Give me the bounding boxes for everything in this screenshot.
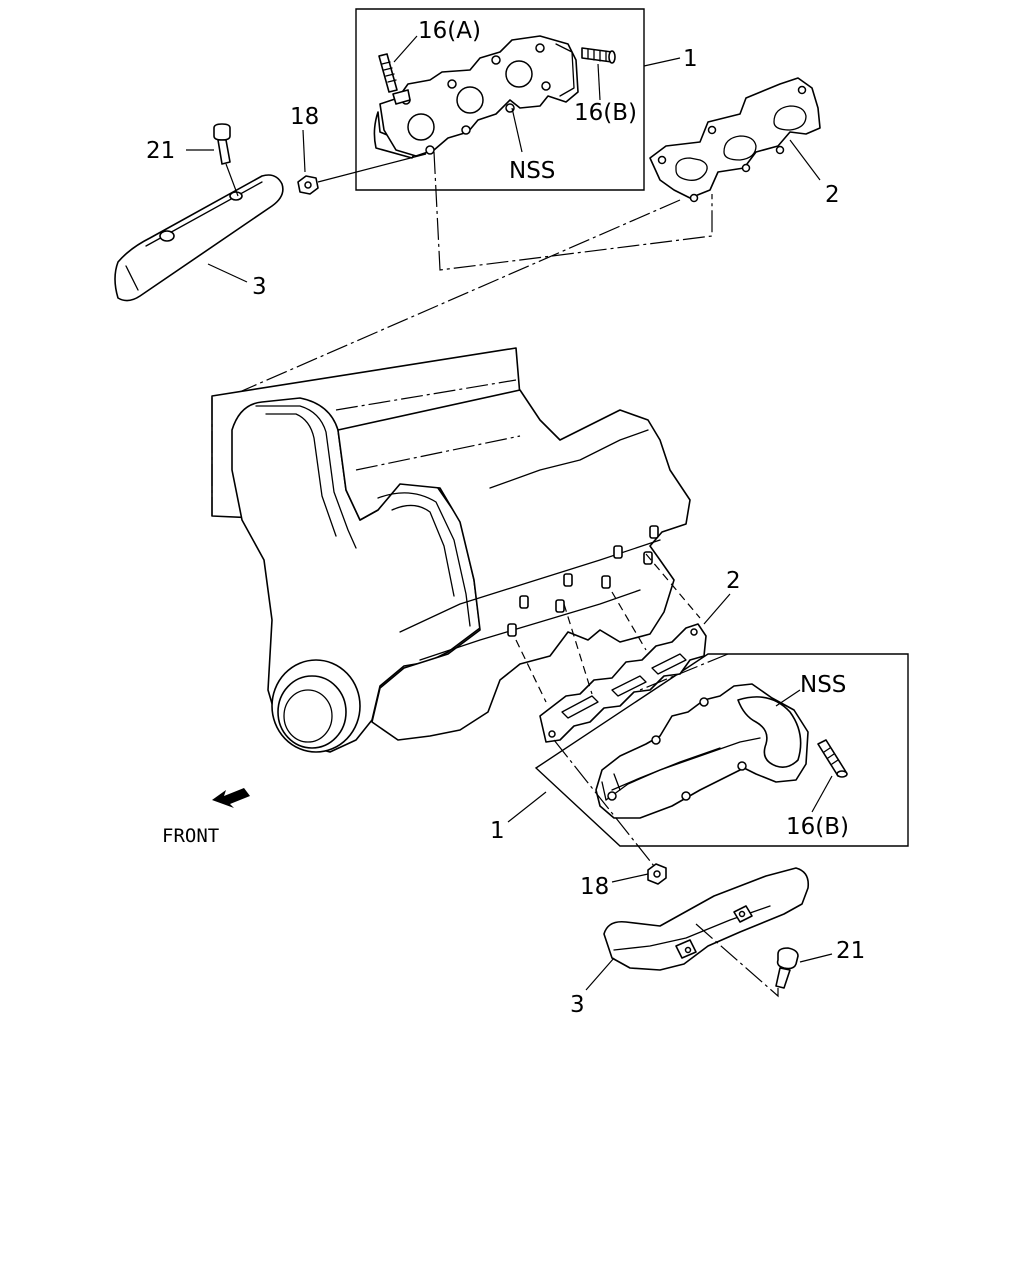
label-upper-stud-b: 16(B): [574, 100, 637, 126]
label-lower-assembly: 1: [490, 818, 505, 844]
label-lower-stud-b: 16(B): [786, 814, 849, 840]
upper-gasket: [649, 77, 821, 203]
upper-stud-b: [581, 47, 616, 64]
label-upper-heat-shield: 3: [252, 274, 267, 300]
engine-block: [211, 347, 691, 753]
label-front: FRONT: [162, 825, 219, 847]
label-upper-bolt: 21: [146, 138, 175, 164]
label-lower-bolt: 21: [836, 938, 865, 964]
lower-heat-shield: [603, 867, 810, 971]
upper-stud-a: [378, 53, 411, 105]
upper-assembly-box: [355, 8, 645, 191]
upper-heat-shield: [114, 174, 284, 302]
label-upper-nut: 18: [290, 104, 319, 130]
lower-nut-18: [647, 863, 667, 885]
label-upper-assembly: 1: [683, 46, 698, 72]
lower-exhaust-manifold: [595, 683, 809, 819]
label-lower-heat-shield: 3: [570, 992, 585, 1018]
lower-bolt-21: [775, 947, 799, 989]
upper-exhaust-manifold: [373, 35, 579, 159]
label-upper-gasket: 2: [825, 182, 840, 208]
lower-stud-b: [817, 739, 848, 778]
front-arrow-icon: [212, 788, 250, 808]
label-upper-nss: NSS: [509, 158, 555, 184]
label-upper-stud-a: 16(A): [418, 18, 481, 44]
lower-gasket: [539, 623, 707, 743]
label-lower-nut: 18: [580, 874, 609, 900]
upper-bolt-21: [213, 123, 239, 197]
label-lower-gasket: 2: [726, 568, 741, 594]
upper-nut-18: [297, 175, 319, 195]
label-lower-nss: NSS: [800, 672, 846, 698]
